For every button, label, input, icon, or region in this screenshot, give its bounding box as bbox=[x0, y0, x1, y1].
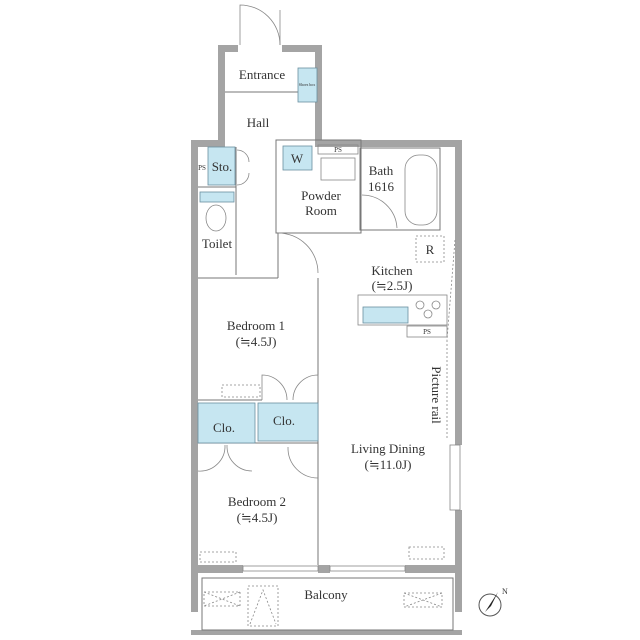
picture-rail-label: Picture rail bbox=[429, 366, 444, 424]
toilet-shelf bbox=[199, 191, 235, 203]
balcony-label: Balcony bbox=[304, 587, 348, 602]
storage-box bbox=[207, 146, 236, 186]
toilet-fixture bbox=[205, 204, 227, 232]
powder-room-label-1: Powder bbox=[301, 188, 341, 203]
bathtub bbox=[404, 154, 438, 226]
compass-label: N bbox=[502, 587, 508, 596]
hall-label: Hall bbox=[247, 115, 270, 130]
closet-left-label: Clo. bbox=[213, 420, 235, 435]
kitchen-label: Kitchen bbox=[371, 263, 413, 278]
vanity bbox=[320, 157, 356, 181]
ps-storage-label: PS bbox=[198, 164, 206, 172]
front-door bbox=[239, 4, 281, 46]
window-bedroom2 bbox=[242, 565, 319, 572]
refrigerator-space bbox=[415, 235, 445, 263]
aircon-bedroom1 bbox=[221, 384, 261, 398]
bedroom2-label: Bedroom 2 bbox=[228, 494, 286, 509]
outdoor-unit-2 bbox=[403, 592, 443, 608]
evacuation-hatch bbox=[247, 585, 279, 627]
bath-label-1: Bath bbox=[369, 163, 394, 178]
walls bbox=[191, 45, 462, 635]
bedroom1-label: Bedroom 1 bbox=[227, 318, 285, 333]
closet-right-label: Clo. bbox=[273, 413, 295, 428]
aircon-bedroom2 bbox=[199, 551, 237, 563]
bedroom1-size: (≒4.5J) bbox=[236, 334, 277, 349]
outdoor-unit bbox=[203, 591, 241, 607]
aircon-living bbox=[408, 546, 445, 560]
washer-label: W bbox=[291, 151, 304, 166]
closet-right bbox=[257, 402, 319, 442]
shoes-box bbox=[297, 67, 318, 103]
ps-kitchen-box bbox=[406, 325, 448, 338]
toilet-label: Toilet bbox=[202, 236, 233, 251]
kitchen-size: (≒2.5J) bbox=[372, 278, 413, 293]
powder-room-label-2: Room bbox=[305, 203, 337, 218]
ps-powder-box bbox=[317, 144, 359, 155]
washer-space bbox=[282, 145, 313, 171]
closet-left bbox=[197, 402, 256, 444]
entrance-label: Entrance bbox=[239, 67, 285, 82]
shoes-box-label: Shoes box bbox=[299, 82, 316, 87]
living-dining-label: Living Dining bbox=[351, 441, 426, 456]
ps-powder-label: PS bbox=[334, 146, 342, 154]
refrigerator-label: R bbox=[426, 242, 435, 257]
stove-icon bbox=[415, 300, 441, 319]
ps-kitchen-label: PS bbox=[423, 328, 431, 336]
balcony-area bbox=[201, 577, 454, 631]
window-living bbox=[329, 565, 406, 572]
kitchen-counter bbox=[357, 294, 448, 326]
storage-label: Sto. bbox=[212, 159, 233, 174]
living-dining-size: (≒11.0J) bbox=[365, 457, 412, 472]
bedroom2-size: (≒4.5J) bbox=[237, 510, 278, 525]
bath-label-2: 1616 bbox=[368, 179, 395, 194]
kitchen-sink bbox=[362, 306, 409, 324]
north-arrow-icon: N bbox=[478, 587, 508, 617]
